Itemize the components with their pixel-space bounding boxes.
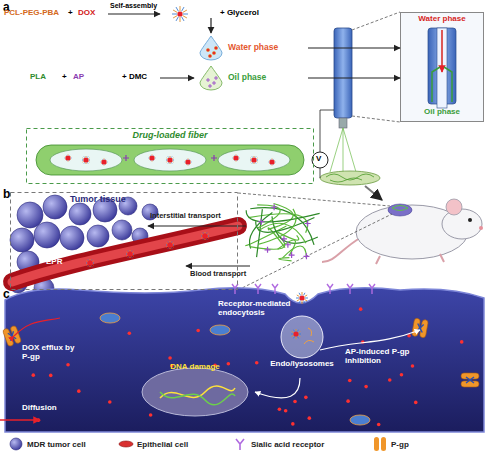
annotation-label: DOX <box>78 9 108 18</box>
node-text: Water phase <box>402 15 482 24</box>
node-text: Endo/lysosomes <box>262 360 342 369</box>
diagram-node: Drug-loaded fiber <box>26 128 314 184</box>
node-text: Tumor tissue <box>70 195 190 205</box>
legend-entry: P-gp <box>372 437 409 451</box>
annotation-label: + DMC <box>122 73 162 82</box>
annotation-label: Receptor-mediated endocytosis <box>218 300 338 318</box>
diagram-node: Water phase <box>196 34 308 62</box>
legend-swatch <box>232 437 248 451</box>
legend-text: Sialic acid receptor <box>251 440 324 449</box>
node-outline <box>400 12 484 122</box>
flow-arrow <box>308 47 400 48</box>
annotation-label: b <box>3 188 23 201</box>
node-text: DNA damage <box>140 363 250 372</box>
annotation-label: Interstitial transport <box>150 212 250 220</box>
legend-text: Epithelial cell <box>137 440 188 449</box>
annotation-label: PLA <box>30 73 60 82</box>
diagram-node: DNA damage <box>140 358 250 418</box>
annotation-label: Blood transport <box>190 270 270 278</box>
legend-text: P-gp <box>391 440 409 449</box>
node-text: Water phase <box>228 43 308 52</box>
annotation-label: c <box>3 288 23 301</box>
legend-entry: Epithelial cell <box>118 437 188 451</box>
node-text: Oil phase <box>402 108 482 117</box>
legend-swatch <box>372 437 388 451</box>
annotation-label: Self-assembly <box>110 2 170 10</box>
flow-arrow <box>308 77 400 78</box>
diagram-node: Endo/lysosomes <box>262 314 342 374</box>
annotation-label: AP-induced P-gp inhibition <box>345 348 423 366</box>
diagram-node: Oil phase <box>196 64 308 92</box>
node-text: Drug-loaded fiber <box>26 131 314 141</box>
legend-swatch <box>118 437 134 451</box>
node-text: Oil phase <box>228 73 308 82</box>
legend-entry: MDR tumor cell <box>8 437 86 451</box>
annotation-label: PCL-PEG-PBA <box>4 9 74 18</box>
annotation-label: AP <box>73 73 93 82</box>
diagram-node: Water phaseOil phase <box>400 12 484 122</box>
annotation-label: V <box>316 155 326 164</box>
legend-text: MDR tumor cell <box>27 440 86 449</box>
legend-swatch <box>8 437 24 451</box>
annotation-label: DOX efflux by P-gp <box>22 344 84 362</box>
annotation-label: Diffusion <box>22 404 72 413</box>
annotation-label: + <box>62 73 72 82</box>
annotation-label: EPR <box>46 258 76 267</box>
annotation-label: + <box>68 9 78 18</box>
annotation-label: + Glycerol <box>220 9 270 18</box>
legend-entry: Sialic acid receptor <box>232 437 324 451</box>
